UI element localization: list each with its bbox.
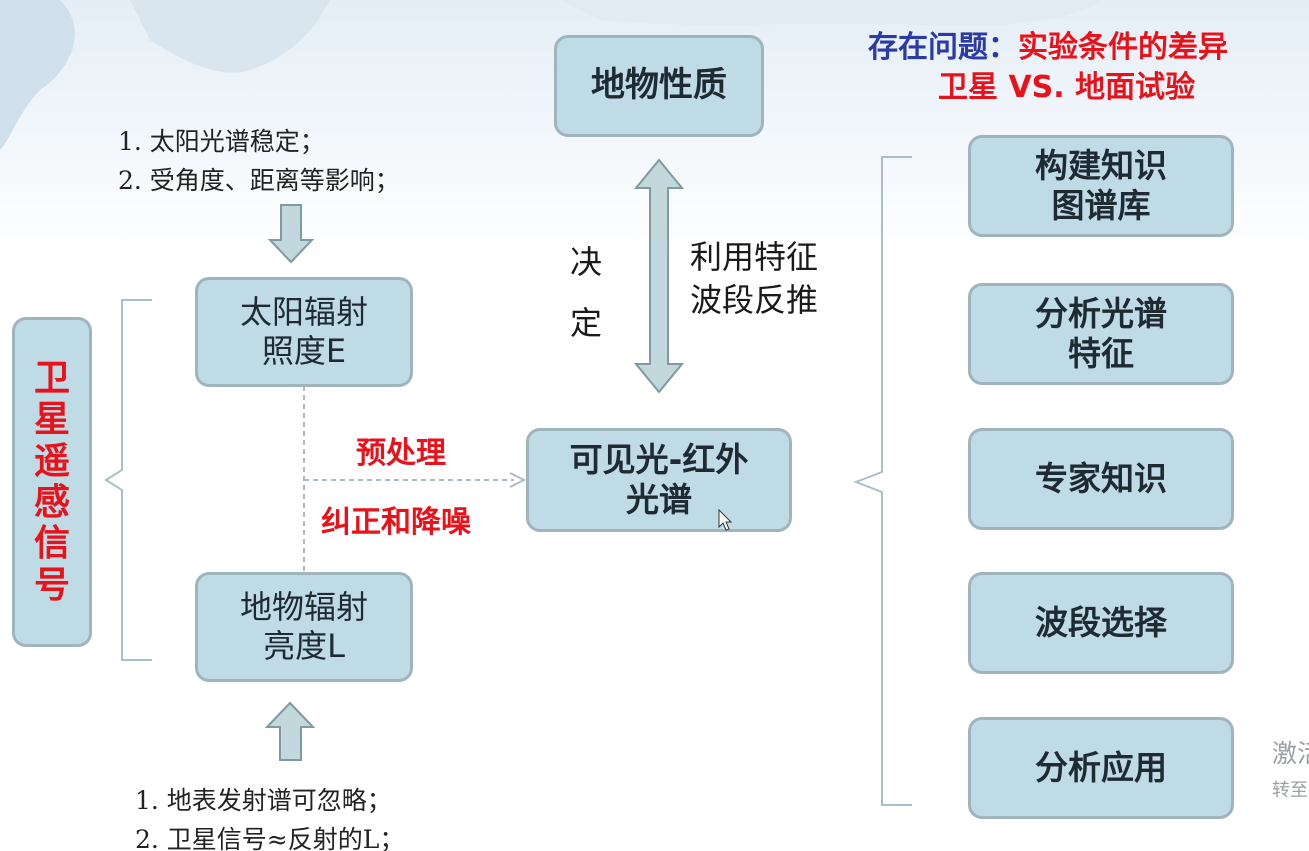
spectrum-box: 可见光-红外 光谱 (526, 428, 792, 532)
watermark-line: 转至 (1272, 780, 1308, 801)
top-note-line: 2. 受角度、距离等影响； (118, 165, 400, 195)
decide-label: 决 定 (570, 232, 602, 354)
box-line: 构建知识 (1035, 145, 1167, 185)
signal-char: 感 (33, 482, 70, 523)
signal-char: 信 (33, 523, 70, 565)
bottom-note-line: 1. 地表发射谱可忽略； (135, 786, 392, 815)
top-note: 1. 太阳光谱稳定； 2. 受角度、距离等影响； (118, 123, 400, 201)
correction-label: 纠正和降噪 (321, 505, 471, 540)
problem-label: 存在问题： (868, 30, 1018, 65)
box-line: 专家知识 (1035, 458, 1167, 498)
invert-line: 波段反推 (690, 281, 819, 320)
band-selection-box: 波段选择 (968, 572, 1234, 674)
watermark-line: 激活 (1272, 739, 1309, 768)
box-line: 亮度L (263, 627, 345, 665)
decide-char: 定 (570, 303, 603, 342)
invert-line: 利用特征 (690, 238, 819, 276)
signal-char: 遥 (33, 440, 70, 482)
box-line: 波段选择 (1035, 602, 1167, 642)
preprocess-label: 预处理 (356, 436, 446, 471)
box-line: 图谱库 (1051, 186, 1151, 225)
box-line: 分析光谱 (1035, 293, 1167, 333)
box-line: 地物性质 (591, 65, 727, 106)
top-note-line: 1. 太阳光谱稳定； (118, 127, 325, 156)
comparison-heading: 卫星 VS. 地面试验 (938, 70, 1196, 105)
box-line: 可见光-红外 (569, 439, 749, 479)
signal-char: 星 (33, 399, 70, 441)
signal-char: 卫 (33, 357, 70, 399)
left-bracket (104, 299, 152, 661)
double-arrow (633, 158, 685, 394)
bottom-note: 1. 地表发射谱可忽略； 2. 卫星信号≈反射的L； (135, 782, 404, 851)
box-line: 分析应用 (1035, 747, 1167, 787)
box-line: 光谱 (626, 480, 692, 519)
problem-heading: 存在问题：实验条件的差异 (868, 22, 1228, 66)
solar-irradiance-box: 太阳辐射 照度E (195, 277, 413, 387)
down-arrow (267, 204, 315, 264)
bottom-note-line: 2. 卫星信号≈反射的L； (135, 824, 405, 851)
knowledge-graph-box: 构建知识 图谱库 (968, 135, 1234, 237)
analysis-application-box: 分析应用 (968, 717, 1234, 819)
ground-radiance-box: 地物辐射 亮度L (195, 572, 413, 682)
satellite-signal-box: 卫 星 遥 感 信 号 (12, 317, 92, 647)
decide-char: 决 (570, 243, 603, 281)
signal-char: 号 (33, 564, 70, 606)
box-line: 太阳辐射 (239, 292, 368, 331)
box-line: 地物辐射 (239, 587, 368, 626)
expert-knowledge-box: 专家知识 (968, 428, 1234, 530)
property-box: 地物性质 (554, 35, 764, 137)
right-bracket (853, 156, 912, 806)
spectral-feature-box: 分析光谱 特征 (968, 283, 1234, 385)
problem-text: 实验条件的差异 (1018, 30, 1228, 65)
box-line: 照度E (261, 332, 347, 370)
up-arrow (264, 701, 316, 761)
invert-label: 利用特征 波段反推 (690, 236, 818, 322)
box-line: 特征 (1068, 334, 1134, 373)
